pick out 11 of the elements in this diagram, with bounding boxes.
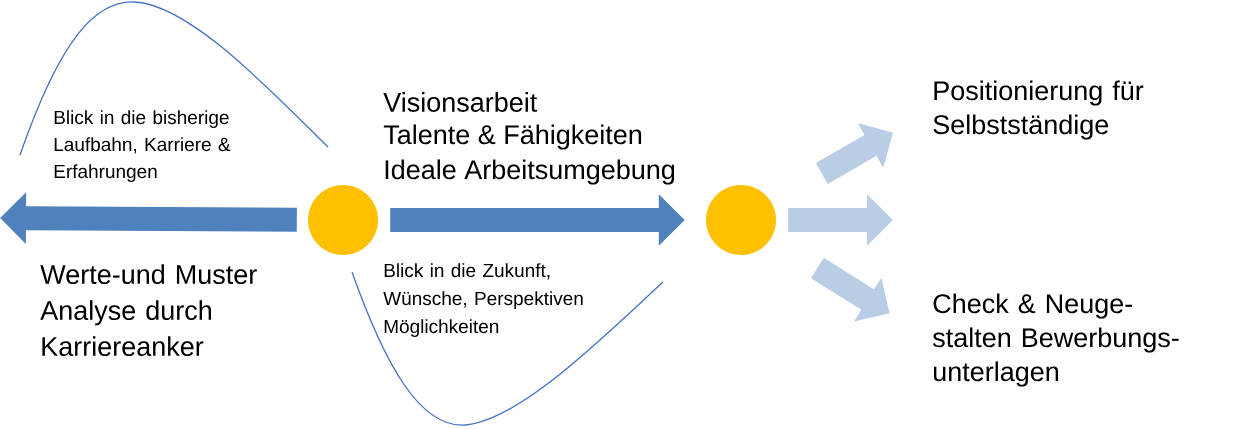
note-text: Blick in die Zukunft, Wünsche, Perspektiven Möglichkeiten [383, 263, 583, 337]
arrow [815, 123, 893, 184]
heading-text: Check & Neuge- stalten Bewerbungs- unterlagen [932, 293, 1179, 387]
circle-marker [706, 185, 776, 255]
circle-marker [308, 185, 378, 255]
heading-text: Talente & Fähigkeiten [383, 124, 642, 150]
heading-text: Ideale Arbeitsumgebung [385, 159, 675, 185]
heading-text: Positionierung für Selbstständige [933, 80, 1144, 140]
note-text: Blick in die bisherige Laufbahn, Karriere & Erfahrungen [54, 110, 231, 182]
heading-text: Werte-und Muster Analyse durch Karriereanker [40, 264, 257, 357]
heading-text: Visionsarbeit [383, 92, 538, 112]
